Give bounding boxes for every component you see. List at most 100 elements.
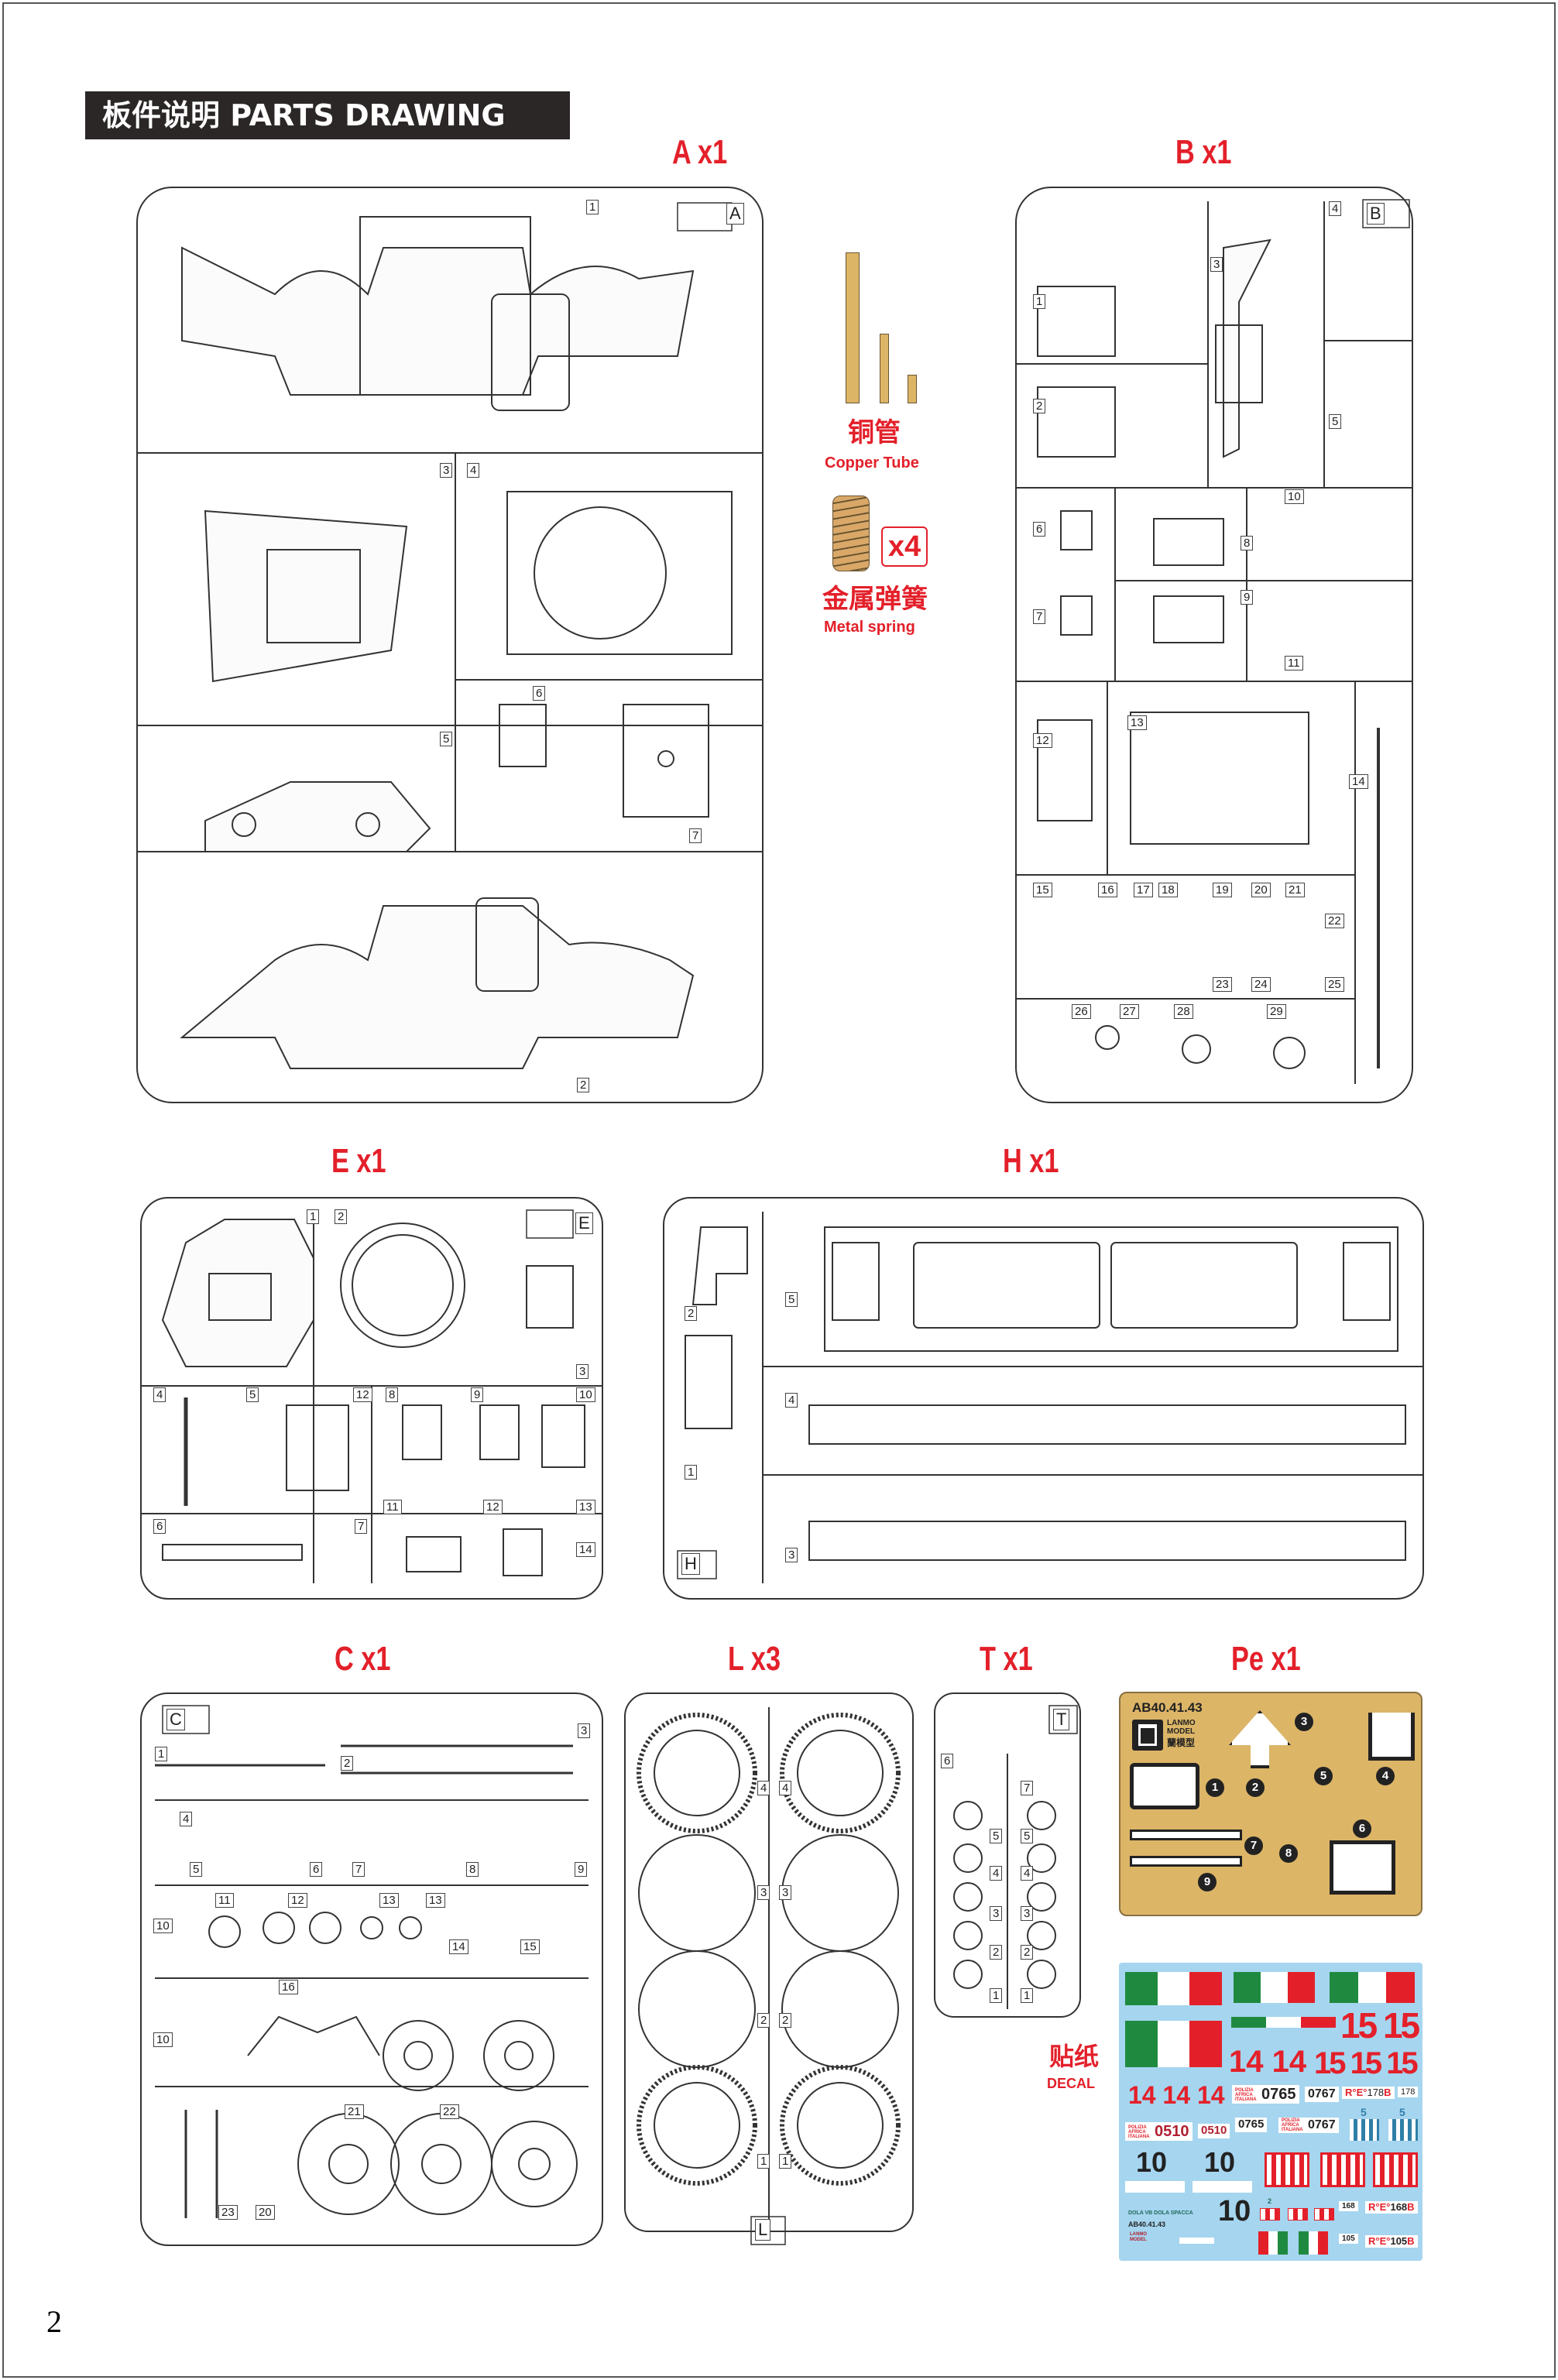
decal-flag-2 bbox=[1234, 1972, 1315, 2003]
decal-re-168: R°E°168B bbox=[1365, 2201, 1418, 2214]
sprue-h bbox=[662, 1196, 1425, 1600]
sprue-b bbox=[1014, 186, 1414, 1104]
sprue-c-part-number: 16 bbox=[279, 1980, 298, 1994]
decal-14: 14 bbox=[1128, 2081, 1156, 2109]
sprue-a-part-number: 3 bbox=[440, 463, 453, 478]
plate-number: 0767 bbox=[1308, 2087, 1336, 2101]
decal-plate-0767: 0767 bbox=[1305, 2087, 1339, 2102]
sprue-l-part-number: 2 bbox=[757, 2013, 770, 2028]
sprue-c-part-number: 10 bbox=[153, 2032, 173, 2047]
decal-15-triple: 15 15 15 bbox=[1314, 2046, 1419, 2080]
metal-spring-label-cn: 金属弹簧 bbox=[822, 584, 928, 615]
sprue-b-part-number: 15 bbox=[1033, 883, 1052, 897]
plate-number: 0765 bbox=[1238, 2118, 1265, 2131]
re-suffix: B bbox=[1407, 2201, 1415, 2213]
sprue-a-drawing bbox=[136, 187, 764, 1103]
sprue-t-part-number: 5 bbox=[1021, 1829, 1034, 1843]
sprue-e-part-number: 1 bbox=[307, 1209, 320, 1224]
sprue-a-part-number: 6 bbox=[533, 686, 546, 701]
decal-small-stripes bbox=[1260, 2208, 1280, 2221]
pe-code: AB40.41.43 bbox=[1132, 1700, 1203, 1715]
sprue-b-title: B x1 bbox=[1175, 133, 1232, 171]
decal-14-pair: 14 14 bbox=[1229, 2046, 1306, 2077]
decal-15: 15 bbox=[1386, 2046, 1418, 2080]
sprue-e-part-number: 6 bbox=[153, 1519, 166, 1534]
sprue-c-part-number: 20 bbox=[256, 2205, 275, 2220]
decal-small-stripes bbox=[1314, 2208, 1334, 2221]
sprue-c-part-number: 9 bbox=[575, 1862, 588, 1877]
sprue-l-part-number: 4 bbox=[757, 1781, 770, 1795]
sprue-b-part-number: 5 bbox=[1329, 414, 1342, 429]
sprue-c-part-number: 15 bbox=[520, 1939, 540, 1954]
decal-10-large: 10 bbox=[1218, 2195, 1251, 2227]
pe-part-number: 8 bbox=[1279, 1844, 1298, 1863]
sprue-e bbox=[139, 1196, 604, 1600]
sprue-e-letter-tag: E bbox=[575, 1212, 593, 1234]
decal-flag-small bbox=[1299, 2231, 1329, 2255]
sprue-l-part-number: 3 bbox=[757, 1885, 770, 1900]
sprue-t-part-number: 4 bbox=[990, 1866, 1003, 1881]
police-text: POLIZIA AFRICA ITALIANA bbox=[1282, 2118, 1303, 2132]
decal-plate-0510-small: 0510 bbox=[1198, 2124, 1230, 2138]
copper-tube-short bbox=[908, 375, 917, 403]
sprue-h-part-number: 4 bbox=[785, 1393, 798, 1408]
sprue-a-part-number: 4 bbox=[467, 463, 480, 478]
sprue-b-part-number: 26 bbox=[1072, 1004, 1091, 1019]
sprue-e-part-number: 2 bbox=[335, 1209, 348, 1224]
sprue-c-part-number: 14 bbox=[449, 1939, 468, 1954]
re-prefix: R°E° bbox=[1368, 2201, 1391, 2213]
sprue-l-part-number: 1 bbox=[757, 2154, 770, 2169]
pe-part-number: 4 bbox=[1376, 1767, 1395, 1785]
sprue-c-part-number: 8 bbox=[466, 1862, 479, 1877]
pe-brand-cn: 蘭模型 bbox=[1167, 1737, 1196, 1748]
sprue-h-part-number: 2 bbox=[685, 1306, 698, 1321]
decal-red-stripes bbox=[1265, 2152, 1309, 2187]
decal-5: 5 bbox=[1361, 2106, 1367, 2118]
sprue-t-part-number: 5 bbox=[990, 1829, 1003, 1843]
pe-part-number: 9 bbox=[1198, 1873, 1217, 1891]
plate-number: 0765 bbox=[1261, 2086, 1296, 2103]
decal-flag-7 bbox=[1330, 1972, 1416, 2003]
sprue-e-title: E x1 bbox=[331, 1142, 386, 1180]
sprue-h-title: H x1 bbox=[1003, 1142, 1059, 1180]
copper-tube-label-cn: 铜管 bbox=[848, 417, 901, 448]
re-number: 105 bbox=[1390, 2235, 1408, 2247]
sprue-a-part-number: 5 bbox=[440, 732, 453, 746]
sprue-l-letter-tag: L bbox=[755, 2219, 771, 2241]
sprue-c-part-number: 13 bbox=[426, 1893, 445, 1908]
decal-red-stripes bbox=[1320, 2152, 1365, 2187]
decal-brand: LANMO MODEL bbox=[1130, 2232, 1147, 2242]
sprue-t-part-number: 1 bbox=[1021, 1988, 1034, 2003]
pe-part-7a bbox=[1130, 1830, 1242, 1840]
sprue-b-part-number: 29 bbox=[1267, 1004, 1286, 1019]
sprue-e-part-number: 12 bbox=[483, 1500, 503, 1514]
decal-15: 15 bbox=[1382, 2005, 1420, 2046]
sprue-c-part-number: 13 bbox=[379, 1893, 399, 1908]
sprue-e-part-number: 4 bbox=[153, 1387, 166, 1402]
pe-part-number: 3 bbox=[1295, 1713, 1313, 1731]
sprue-t-drawing bbox=[934, 1692, 1081, 2018]
sprue-c-part-number: 1 bbox=[155, 1747, 168, 1761]
pe-brand: LANMO MODEL bbox=[1167, 1719, 1196, 1736]
sprue-h-part-number: 3 bbox=[785, 1548, 798, 1562]
decal-label-cn: 贴纸 bbox=[1049, 2042, 1100, 2071]
decal-flag-4 bbox=[1231, 2017, 1336, 2028]
sprue-h-part-number: 5 bbox=[785, 1292, 798, 1307]
sprue-c-part-number: 10 bbox=[153, 1919, 173, 1933]
decal-label-en: DECAL bbox=[1047, 2076, 1095, 2091]
pe-part-6 bbox=[1330, 1840, 1395, 1895]
pe-part-number: 6 bbox=[1353, 1819, 1371, 1838]
re-prefix: R°E° bbox=[1345, 2087, 1368, 2098]
copper-tube-label-en: Copper Tube bbox=[825, 454, 919, 472]
sprue-c-part-number: 4 bbox=[180, 1812, 193, 1826]
sprue-e-part-number: 5 bbox=[246, 1387, 259, 1402]
decal-blue-stripes bbox=[1350, 2119, 1379, 2141]
sprue-e-part-number: 13 bbox=[576, 1500, 595, 1514]
decal-red-stripes bbox=[1373, 2152, 1418, 2187]
pe-part-4 bbox=[1368, 1713, 1415, 1761]
sprue-b-part-number: 19 bbox=[1213, 883, 1232, 897]
